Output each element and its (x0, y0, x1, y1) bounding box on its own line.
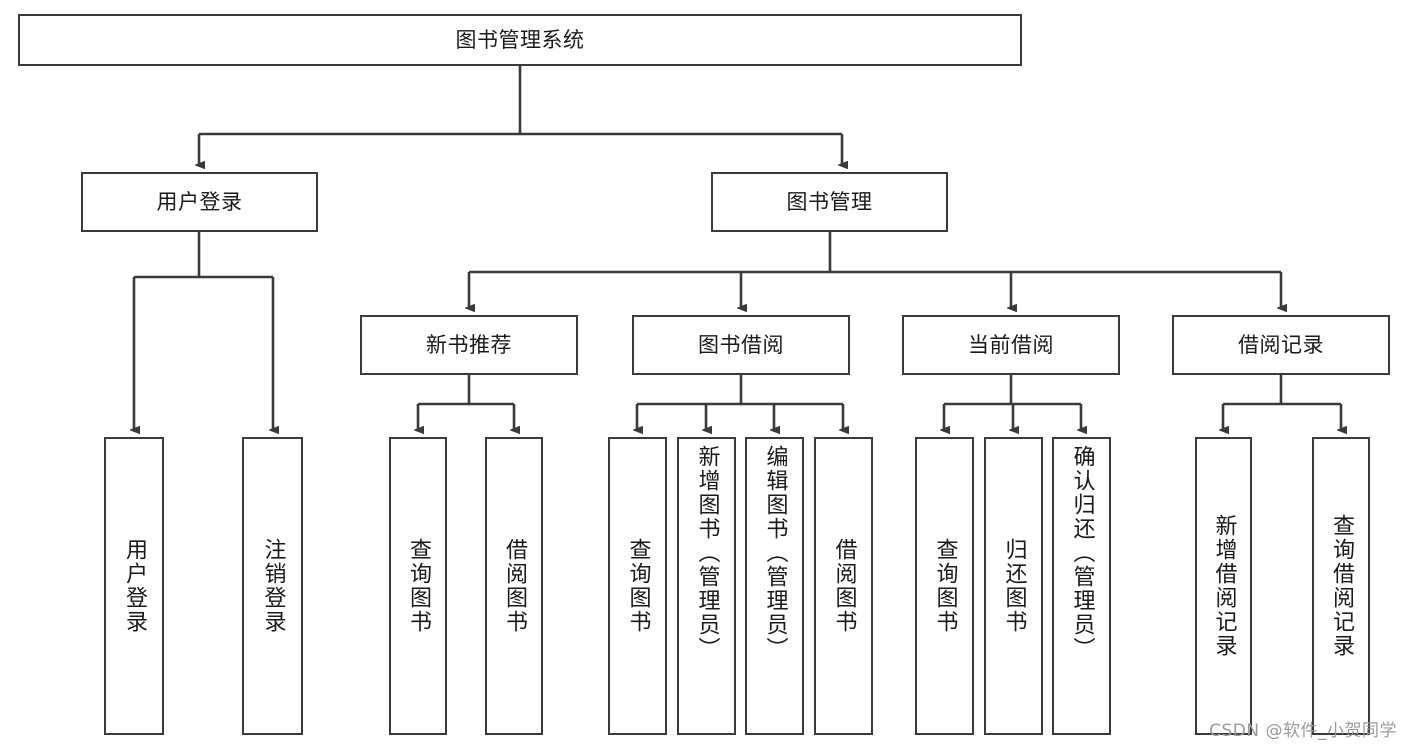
node-leaf-return-book[interactable]: 归还图书 (984, 437, 1043, 735)
node-leaf-logout-login[interactable]: 注销登录 (242, 437, 303, 735)
node-label: 注销登录 (260, 538, 286, 634)
node-label: 用户登录 (156, 189, 243, 214)
node-book-borrow[interactable]: 图书借阅 (632, 315, 850, 375)
node-leaf-user-login[interactable]: 用户登录 (104, 437, 164, 735)
node-leaf-add-book-admin[interactable]: 新增图书（管理员） (677, 437, 736, 735)
node-label: 图书借阅 (698, 332, 784, 357)
node-leaf-query-book-2[interactable]: 查询图书 (608, 437, 667, 735)
node-leaf-confirm-return-admin[interactable]: 确认归还（管理员） (1052, 437, 1111, 735)
node-label: 图书管理系统 (455, 27, 585, 52)
node-label: 借阅记录 (1238, 332, 1324, 357)
node-label: 借阅图书 (831, 538, 857, 634)
node-label: 新增图书（管理员） (694, 445, 720, 661)
node-label: 归还图书 (1001, 538, 1027, 634)
node-new-book-recommend[interactable]: 新书推荐 (360, 315, 578, 375)
node-label: 确认归还（管理员） (1069, 445, 1095, 661)
node-label: 查询借阅记录 (1328, 514, 1354, 658)
csdn-watermark: CSDN @软件_小贺同学 (1209, 721, 1397, 741)
node-label: 查询图书 (932, 538, 958, 634)
node-label: 查询图书 (625, 538, 651, 634)
node-label: 编辑图书（管理员） (762, 445, 788, 661)
node-user-login[interactable]: 用户登录 (81, 172, 318, 232)
node-label: 当前借阅 (968, 332, 1054, 357)
node-book-management-system[interactable]: 图书管理系统 (18, 14, 1022, 66)
node-leaf-edit-book-admin[interactable]: 编辑图书（管理员） (745, 437, 804, 735)
node-label: 图书管理 (786, 189, 873, 214)
node-leaf-query-book-3[interactable]: 查询图书 (915, 437, 974, 735)
node-leaf-borrow-book-1[interactable]: 借阅图书 (485, 437, 543, 735)
node-borrow-record[interactable]: 借阅记录 (1172, 315, 1390, 375)
node-leaf-query-book-1[interactable]: 查询图书 (389, 437, 447, 735)
node-current-borrow[interactable]: 当前借阅 (902, 315, 1120, 375)
node-leaf-query-borrow-record[interactable]: 查询借阅记录 (1312, 437, 1370, 735)
node-book-management[interactable]: 图书管理 (711, 172, 948, 232)
node-label: 新增借阅记录 (1211, 514, 1237, 658)
node-label: 用户登录 (121, 538, 147, 634)
node-leaf-add-borrow-record[interactable]: 新增借阅记录 (1195, 437, 1252, 735)
node-leaf-borrow-book-2[interactable]: 借阅图书 (814, 437, 873, 735)
node-label: 查询图书 (405, 538, 431, 634)
node-label: 借阅图书 (501, 538, 527, 634)
node-label: 新书推荐 (426, 332, 512, 357)
